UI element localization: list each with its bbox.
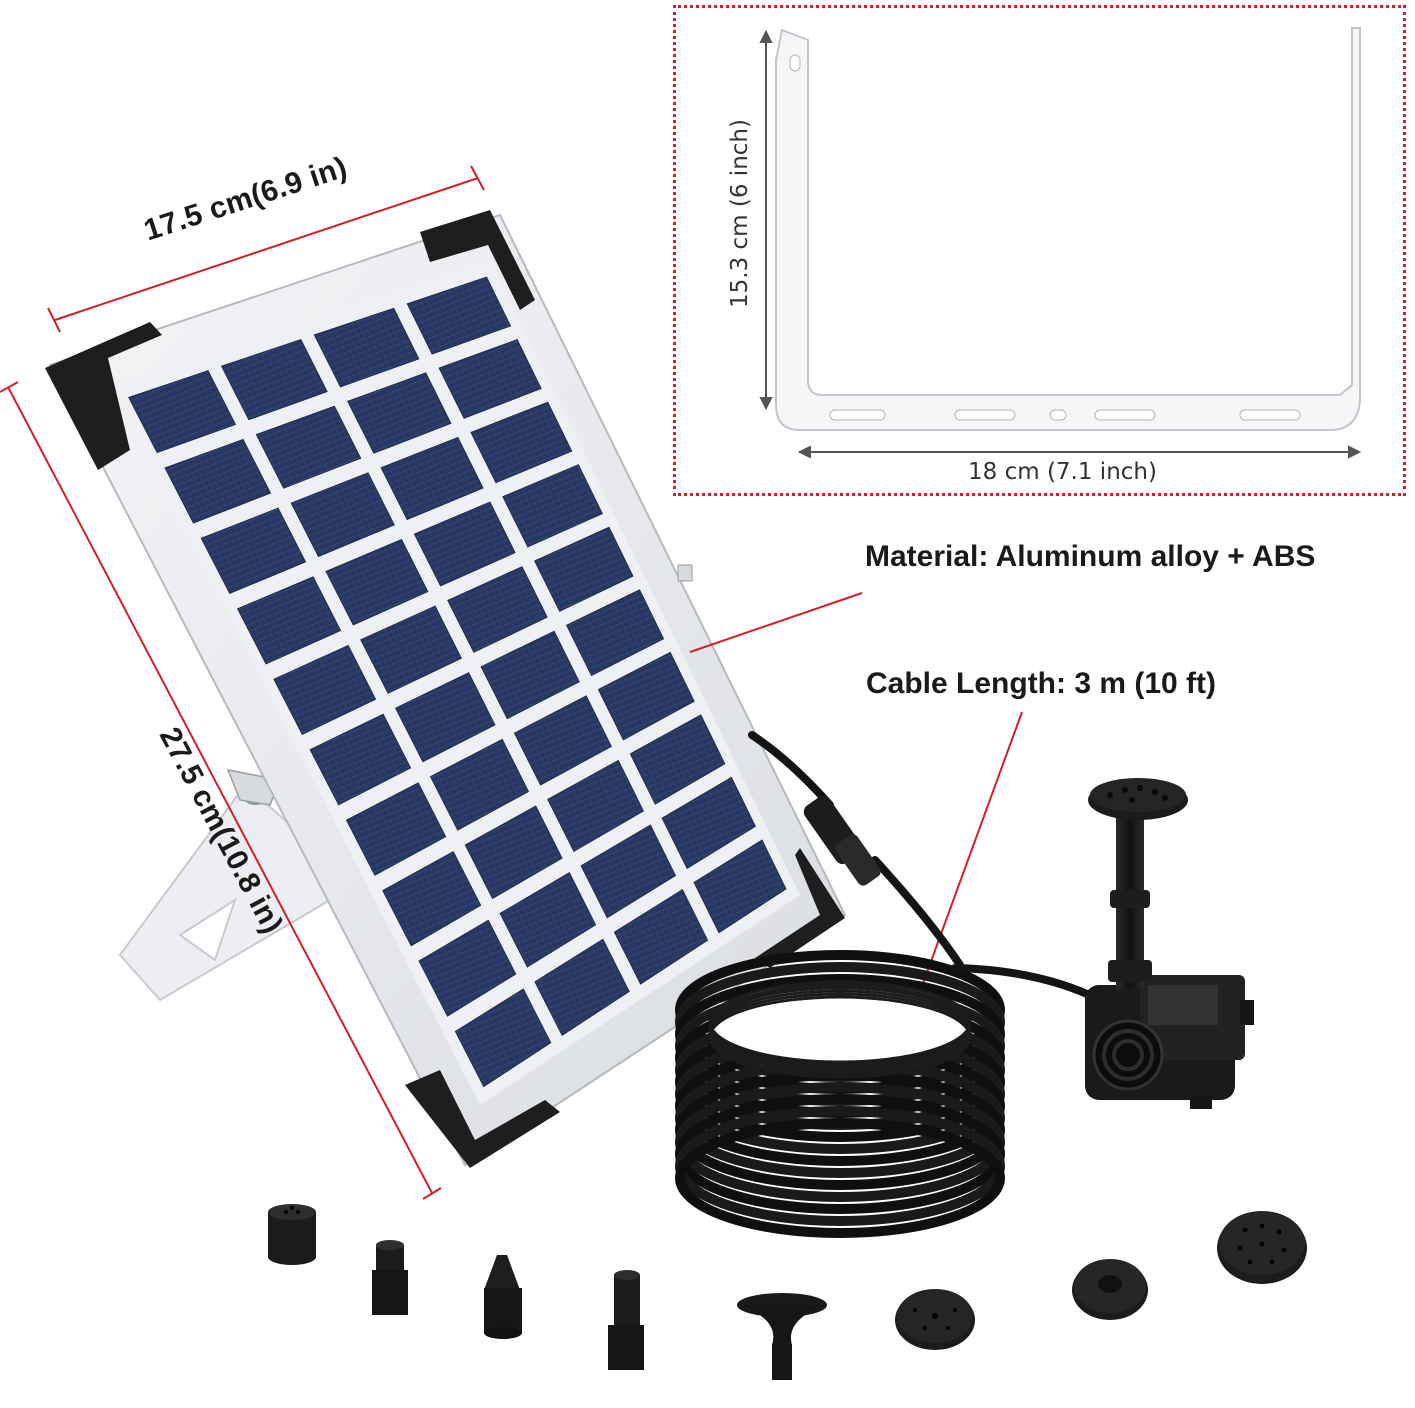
solar-cell: [313, 307, 420, 388]
solar-cell: [613, 889, 709, 985]
mounting-bracket: [775, 27, 1361, 431]
solar-cell: [406, 276, 512, 355]
nozzle-adapter-2: [608, 1270, 644, 1370]
solar-cell: [309, 713, 412, 806]
panel-stand: [118, 769, 331, 1002]
coil-inner-loop: [708, 995, 972, 1079]
solar-cell: [418, 919, 517, 1017]
cable-length-label: Cable Length: 3 m (10 ft): [866, 667, 1217, 700]
solar-cell: [454, 988, 552, 1088]
bracket-detail-frame: [673, 5, 1406, 496]
material-spec-label: Material: Aluminum alloy + ABS: [865, 540, 1316, 573]
bracket-width-dimension: [797, 445, 1362, 459]
solar-cell: [597, 651, 695, 741]
solar-cell: [220, 338, 328, 421]
solar-cell: [128, 370, 237, 454]
pump-cable: [951, 964, 1104, 1004]
solar-cell: [470, 401, 573, 484]
water-pump: [1085, 778, 1254, 1109]
solar-cell: [347, 372, 452, 454]
nozzle-accessories: [268, 1204, 1307, 1380]
solar-cell: [502, 464, 603, 548]
solar-cell: [438, 339, 542, 419]
panel-width-dimension: [47, 165, 485, 333]
cable-connector: [803, 795, 881, 886]
solar-cell: [547, 759, 645, 852]
coil-hollow: [712, 987, 968, 1063]
corner-guard-top-right: [420, 210, 535, 310]
nozzle-adapter-1: [372, 1240, 408, 1315]
material-leader-line: [689, 592, 863, 653]
solar-cell: [345, 782, 447, 876]
corner-guard-top-left: [45, 322, 162, 470]
solar-cell: [360, 605, 463, 694]
solar-cell: [661, 776, 756, 870]
panel-height-dimension: [0, 381, 442, 1200]
solar-cell: [513, 695, 612, 786]
solar-cell: [534, 938, 630, 1036]
solar-cell: [325, 538, 429, 626]
bracket-height-label: 15.3 cm (6 inch): [727, 119, 753, 308]
bracket-height-dimension: [759, 29, 773, 411]
solar-cell: [693, 839, 787, 934]
nozzle-bell: [737, 1293, 827, 1380]
corner-guard-bottom-right: [755, 848, 845, 968]
solar-cell: [565, 589, 665, 677]
solar-cell: [255, 405, 362, 489]
solar-cell: [413, 501, 516, 587]
solar-cell: [447, 566, 548, 653]
solar-cell: [200, 507, 307, 595]
solar-cell: [382, 850, 482, 947]
cable-leader-line: [917, 711, 1023, 998]
solar-cell: [380, 436, 484, 521]
nozzle-cap: [268, 1204, 316, 1265]
solar-cell: [499, 872, 597, 968]
solar-cell: [464, 805, 563, 900]
nozzle-disc-2: [1072, 1259, 1148, 1320]
bracket-width-label: 18 cm (7.1 inch): [968, 459, 1157, 485]
cable-loop: [675, 1118, 1005, 1238]
corner-guard-bottom-left: [405, 1070, 560, 1168]
solar-cell: [290, 472, 395, 558]
solar-cell: [629, 714, 726, 805]
nozzle-cone: [484, 1255, 522, 1339]
solar-cell: [480, 630, 580, 720]
cable-coil: [675, 950, 1005, 1238]
solar-cell: [164, 438, 272, 524]
solar-panel: [45, 210, 847, 1168]
nozzle-disc-1: [895, 1289, 975, 1350]
solar-cell: [273, 644, 377, 735]
solar-cell: [534, 526, 634, 612]
solar-cell: [236, 576, 342, 665]
nozzle-disc-3: [1217, 1211, 1307, 1284]
solar-cell: [395, 672, 496, 763]
solar-cell: [429, 738, 530, 831]
panel-cable: [748, 731, 964, 969]
solar-cell: [580, 824, 677, 919]
